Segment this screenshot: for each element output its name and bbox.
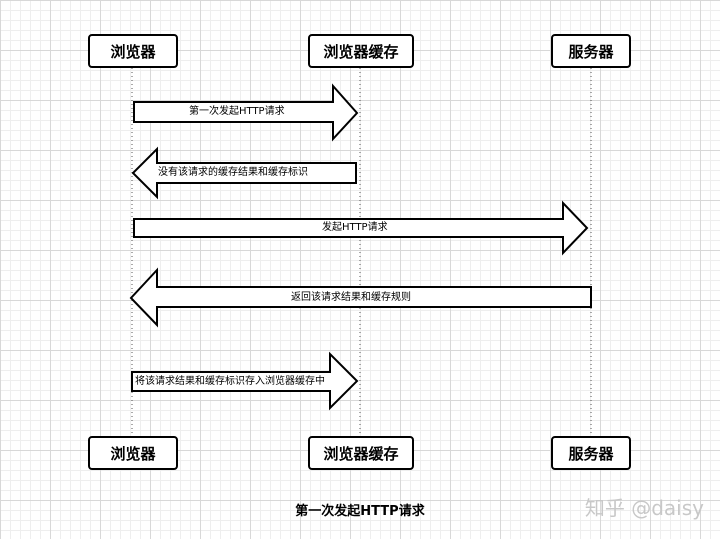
message-label-m2: 没有该请求的缓存结果和缓存标识 [158,167,308,178]
message-label-m1: 第一次发起HTTP请求 [189,106,285,117]
message-label-m5: 将该请求结果和缓存标识存入浏览器缓存中 [135,376,325,387]
message-label-m4: 返回该请求结果和缓存规则 [291,292,411,303]
arrow-m1 [133,83,359,142]
message-label-m3: 发起HTTP请求 [322,222,388,233]
participant-browser-top: 浏览器 [88,34,178,68]
participant-browser-bottom: 浏览器 [88,436,178,470]
arrow-m4 [129,267,592,328]
participant-cache-bottom: 浏览器缓存 [308,436,414,470]
participant-server-bottom: 服务器 [551,436,631,470]
participant-cache-top: 浏览器缓存 [308,34,414,68]
arrow-m5 [131,351,359,411]
arrow-m3 [133,200,589,256]
participant-server-top: 服务器 [551,34,631,68]
diagram-caption: 第一次发起HTTP请求 [295,504,425,519]
watermark: 知乎 @daisy [584,496,704,520]
arrow-m2 [131,146,357,200]
